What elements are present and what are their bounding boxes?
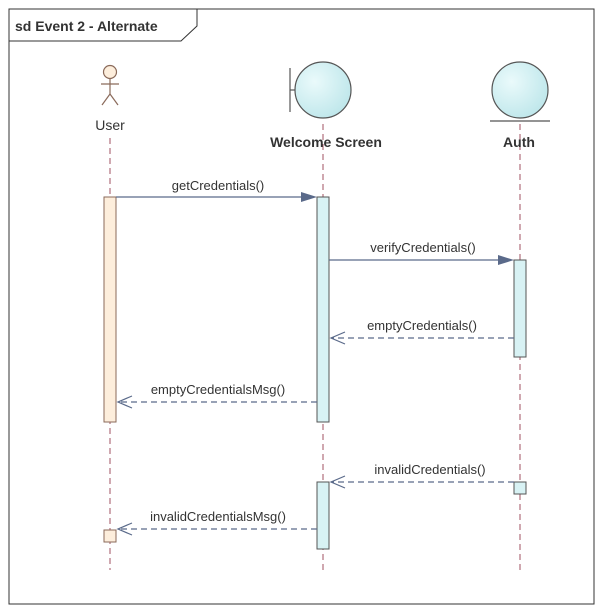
user-actor-icon [101,64,119,106]
message-verify-credentials: verifyCredentials() [329,240,514,265]
message-empty-credentials: emptyCredentials() [329,318,514,345]
entity-icon [490,61,550,122]
participant-auth-label: Auth [503,134,535,150]
frame-title-tab [8,8,198,42]
frame-title: sd Event 2 - Alternate [15,18,158,34]
message-label: invalidCredentialsMsg() [150,509,286,524]
message-get-credentials: getCredentials() [116,178,317,202]
participant-welcome-screen-label: Welcome Screen [270,134,382,150]
message-label: verifyCredentials() [370,240,475,255]
message-label: emptyCredentials() [367,318,477,333]
participant-user-label: User [95,117,125,133]
message-label: emptyCredentialsMsg() [151,382,285,397]
message-invalid-credentials: invalidCredentials() [329,462,514,489]
activation-user-2 [103,529,117,543]
activation-auth-1 [513,259,527,358]
message-label: invalidCredentials() [374,462,485,477]
boundary-icon [289,61,352,119]
message-invalid-credentials-msg: invalidCredentialsMsg() [116,509,317,536]
activation-auth-2 [513,481,527,495]
message-empty-credentials-msg: emptyCredentialsMsg() [116,382,317,409]
activation-welcome-2 [316,481,330,550]
message-label: getCredentials() [172,178,265,193]
activation-welcome-1 [316,196,330,423]
activation-user-1 [103,196,117,423]
